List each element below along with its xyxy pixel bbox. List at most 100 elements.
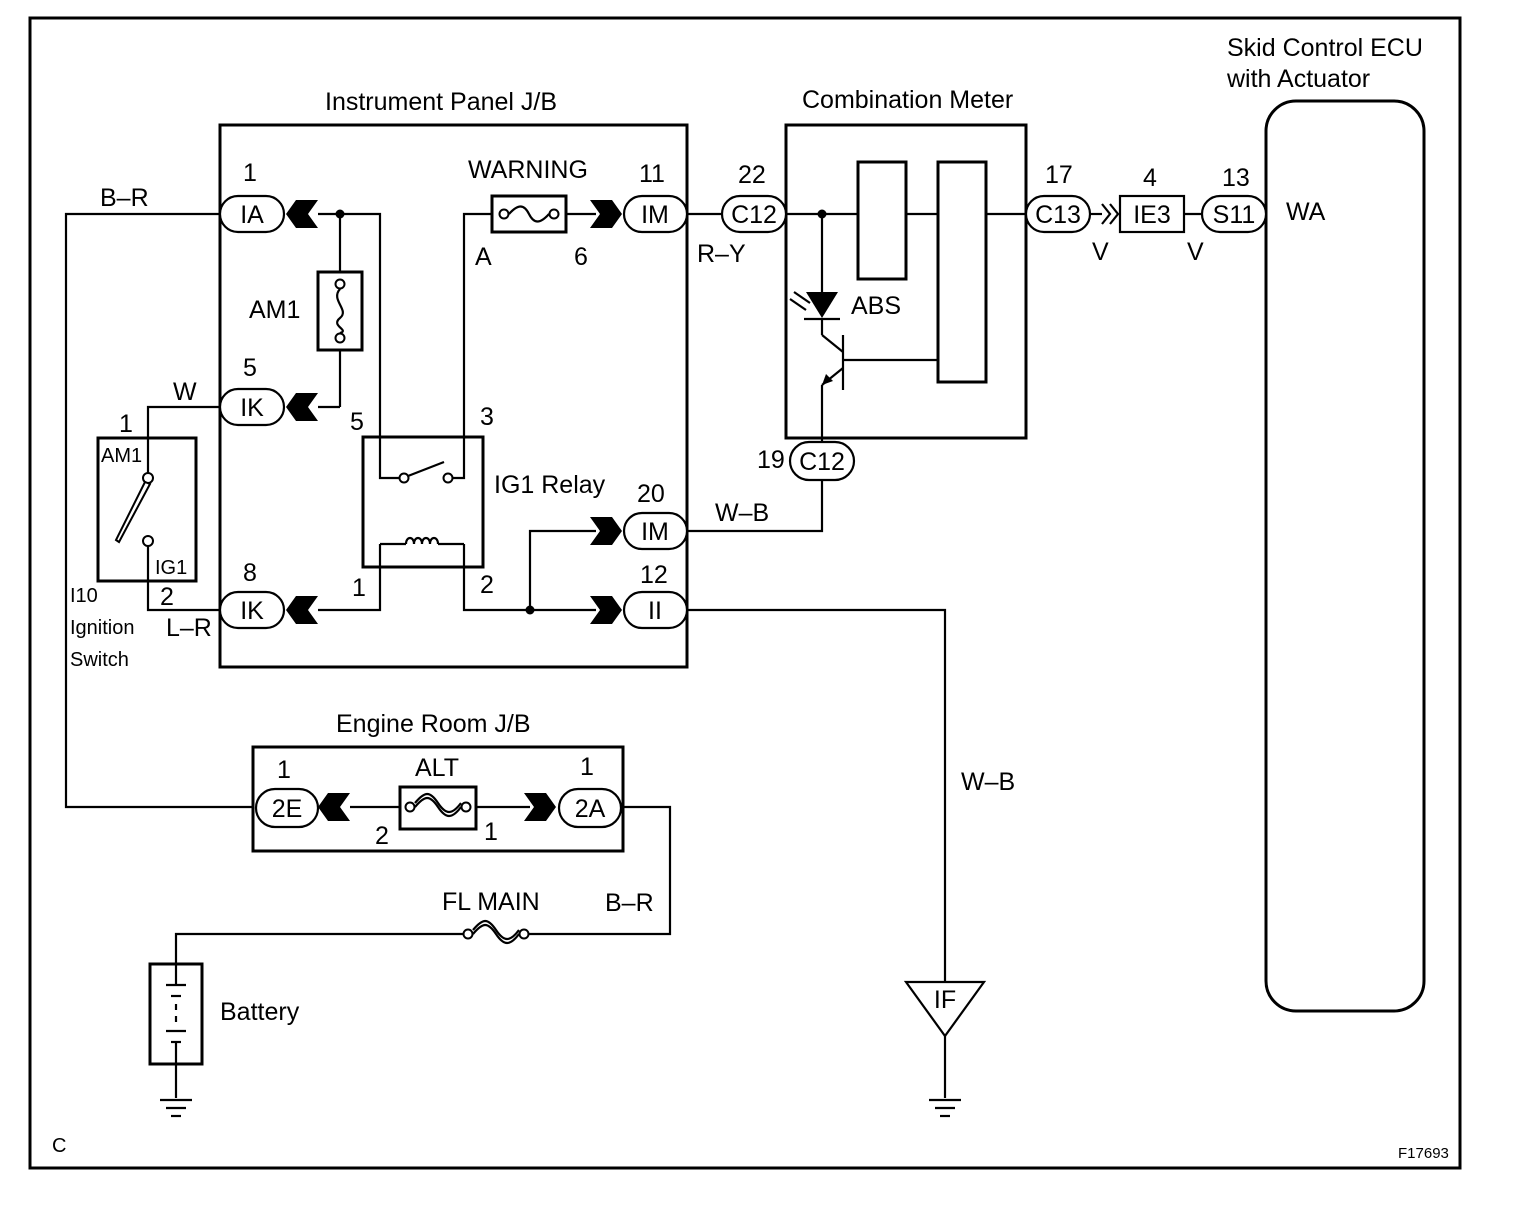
connector-2e <box>254 787 320 829</box>
instrument-panel-jb-title: Instrument Panel J/B <box>325 88 557 116</box>
pin-warning-a: A <box>475 243 492 271</box>
terminal-arrow <box>286 596 318 624</box>
ig1-relay-box <box>361 435 485 569</box>
wire-w <box>146 405 220 478</box>
meter-block-1 <box>856 160 908 281</box>
meter-block-2 <box>936 160 988 384</box>
connector-ik-bottom-label: IK <box>240 597 264 625</box>
wire-w-b-meter <box>687 480 824 533</box>
pin-s11: 13 <box>1222 164 1250 192</box>
junction-dot <box>525 605 535 615</box>
connector-ii <box>622 590 689 630</box>
connector-2a-label: 2A <box>575 795 606 823</box>
am1-fuse-element <box>336 288 344 335</box>
pin-switch-1: 1 <box>119 410 133 438</box>
connector-c13-label: C13 <box>1035 201 1081 229</box>
terminal-arrow <box>318 793 350 821</box>
pin-ia: 1 <box>243 159 257 187</box>
combination-meter-title: Combination Meter <box>802 86 1013 114</box>
connector-ie3 <box>1118 194 1186 234</box>
pin-2a: 1 <box>580 753 594 781</box>
warning-fuse-element <box>508 205 550 223</box>
terminal-arrow <box>286 200 318 228</box>
connector-c13 <box>1024 194 1092 234</box>
junction-dot <box>335 209 345 219</box>
warning-fuse-label: WARNING <box>468 156 588 184</box>
terminal-arrow <box>590 200 622 228</box>
terminal-arrow <box>590 596 622 624</box>
connector-im-mid <box>622 511 689 551</box>
skid-ecu-title-line1: Skid Control ECU <box>1227 34 1423 62</box>
am1-fuse-label: AM1 <box>249 296 300 324</box>
wire-coil-to-ii <box>462 544 596 612</box>
pin-alt-2: 2 <box>375 822 389 850</box>
wire-ia-internal <box>318 212 382 464</box>
switch-lever <box>114 480 152 544</box>
connector-2a <box>557 787 623 829</box>
pin-ik-top: 5 <box>243 354 257 382</box>
wire-label-v-1: V <box>1092 238 1109 266</box>
skid-control-ecu-box <box>1264 99 1426 1013</box>
connector-ik-top-label: IK <box>240 394 264 422</box>
figure-id: F17693 <box>1398 1145 1449 1162</box>
ground-point-if <box>903 980 987 1038</box>
diagram-frame <box>28 16 1462 1170</box>
connector-c12-top-label: C12 <box>731 201 777 229</box>
connector-im-top-label: IM <box>641 201 669 229</box>
connector-ik-bottom <box>218 590 286 630</box>
warning-fuse <box>490 194 568 234</box>
connector-c12-bottom <box>788 440 856 482</box>
wire-fl-main-to-battery <box>174 932 464 964</box>
abs-label: ABS <box>851 292 901 320</box>
fl-main-fuse-label: FL MAIN <box>442 888 540 916</box>
corner-label: C <box>52 1135 66 1157</box>
switch-ig1-label: IG1 <box>155 557 187 579</box>
connector-2e-label: 2E <box>272 795 303 823</box>
relay-switch-blade <box>407 460 445 478</box>
led-light-ray <box>793 291 811 304</box>
instrument-panel-jb-box <box>218 123 689 669</box>
pin-alt-1: 1 <box>484 818 498 846</box>
terminal-arrow <box>286 393 318 421</box>
wire-relay-to-warning <box>462 212 492 464</box>
wire-w-b-ground <box>687 608 947 982</box>
combination-meter-box <box>784 123 1028 440</box>
wire-label-v-2: V <box>1187 238 1204 266</box>
fl-main-fuse-element <box>472 923 520 945</box>
am1-fuse <box>316 270 364 352</box>
alt-fuse-label: ALT <box>415 754 459 782</box>
pin-relay-3: 3 <box>480 403 494 431</box>
skid-ecu-title-line2: with Actuator <box>1226 65 1370 93</box>
wire-label-b-r-bottom: B–R <box>605 889 654 917</box>
pin-ii: 12 <box>640 561 668 589</box>
connector-ie3-label: IE3 <box>1133 201 1171 229</box>
led-light-ray <box>789 298 807 311</box>
pin-warning-6: 6 <box>574 243 588 271</box>
connector-im-top <box>622 194 689 234</box>
switch-am1-label: AM1 <box>101 445 142 467</box>
pin-ik-bottom: 8 <box>243 559 257 587</box>
ignition-switch-code: I10 <box>70 585 98 607</box>
pin-relay-5: 5 <box>350 408 364 436</box>
junction-dot <box>817 209 827 219</box>
pin-c12-top: 22 <box>738 161 766 189</box>
alt-fuse <box>398 785 478 831</box>
pin-relay-1: 1 <box>352 574 366 602</box>
ignition-switch-label-1: Ignition <box>70 617 135 639</box>
alt-fuse-element <box>414 796 462 818</box>
engine-room-jb-box <box>251 745 625 853</box>
wire-coil-to-im <box>528 529 596 610</box>
connector-ia <box>218 194 286 234</box>
pin-switch-2: 2 <box>160 583 174 611</box>
pin-relay-2: 2 <box>480 571 494 599</box>
connector-chevron <box>1109 203 1120 225</box>
fl-main-fuse <box>462 928 474 940</box>
connector-ia-label: IA <box>240 201 264 229</box>
wire-label-r-y: R–Y <box>697 240 746 268</box>
wire-label-l-r: L–R <box>166 614 212 642</box>
connector-ii-label: II <box>648 597 662 625</box>
wire-label-b-r-top: B–R <box>100 184 149 212</box>
transistor-emitter-arrow <box>822 374 833 385</box>
battery-label: Battery <box>220 998 300 1026</box>
